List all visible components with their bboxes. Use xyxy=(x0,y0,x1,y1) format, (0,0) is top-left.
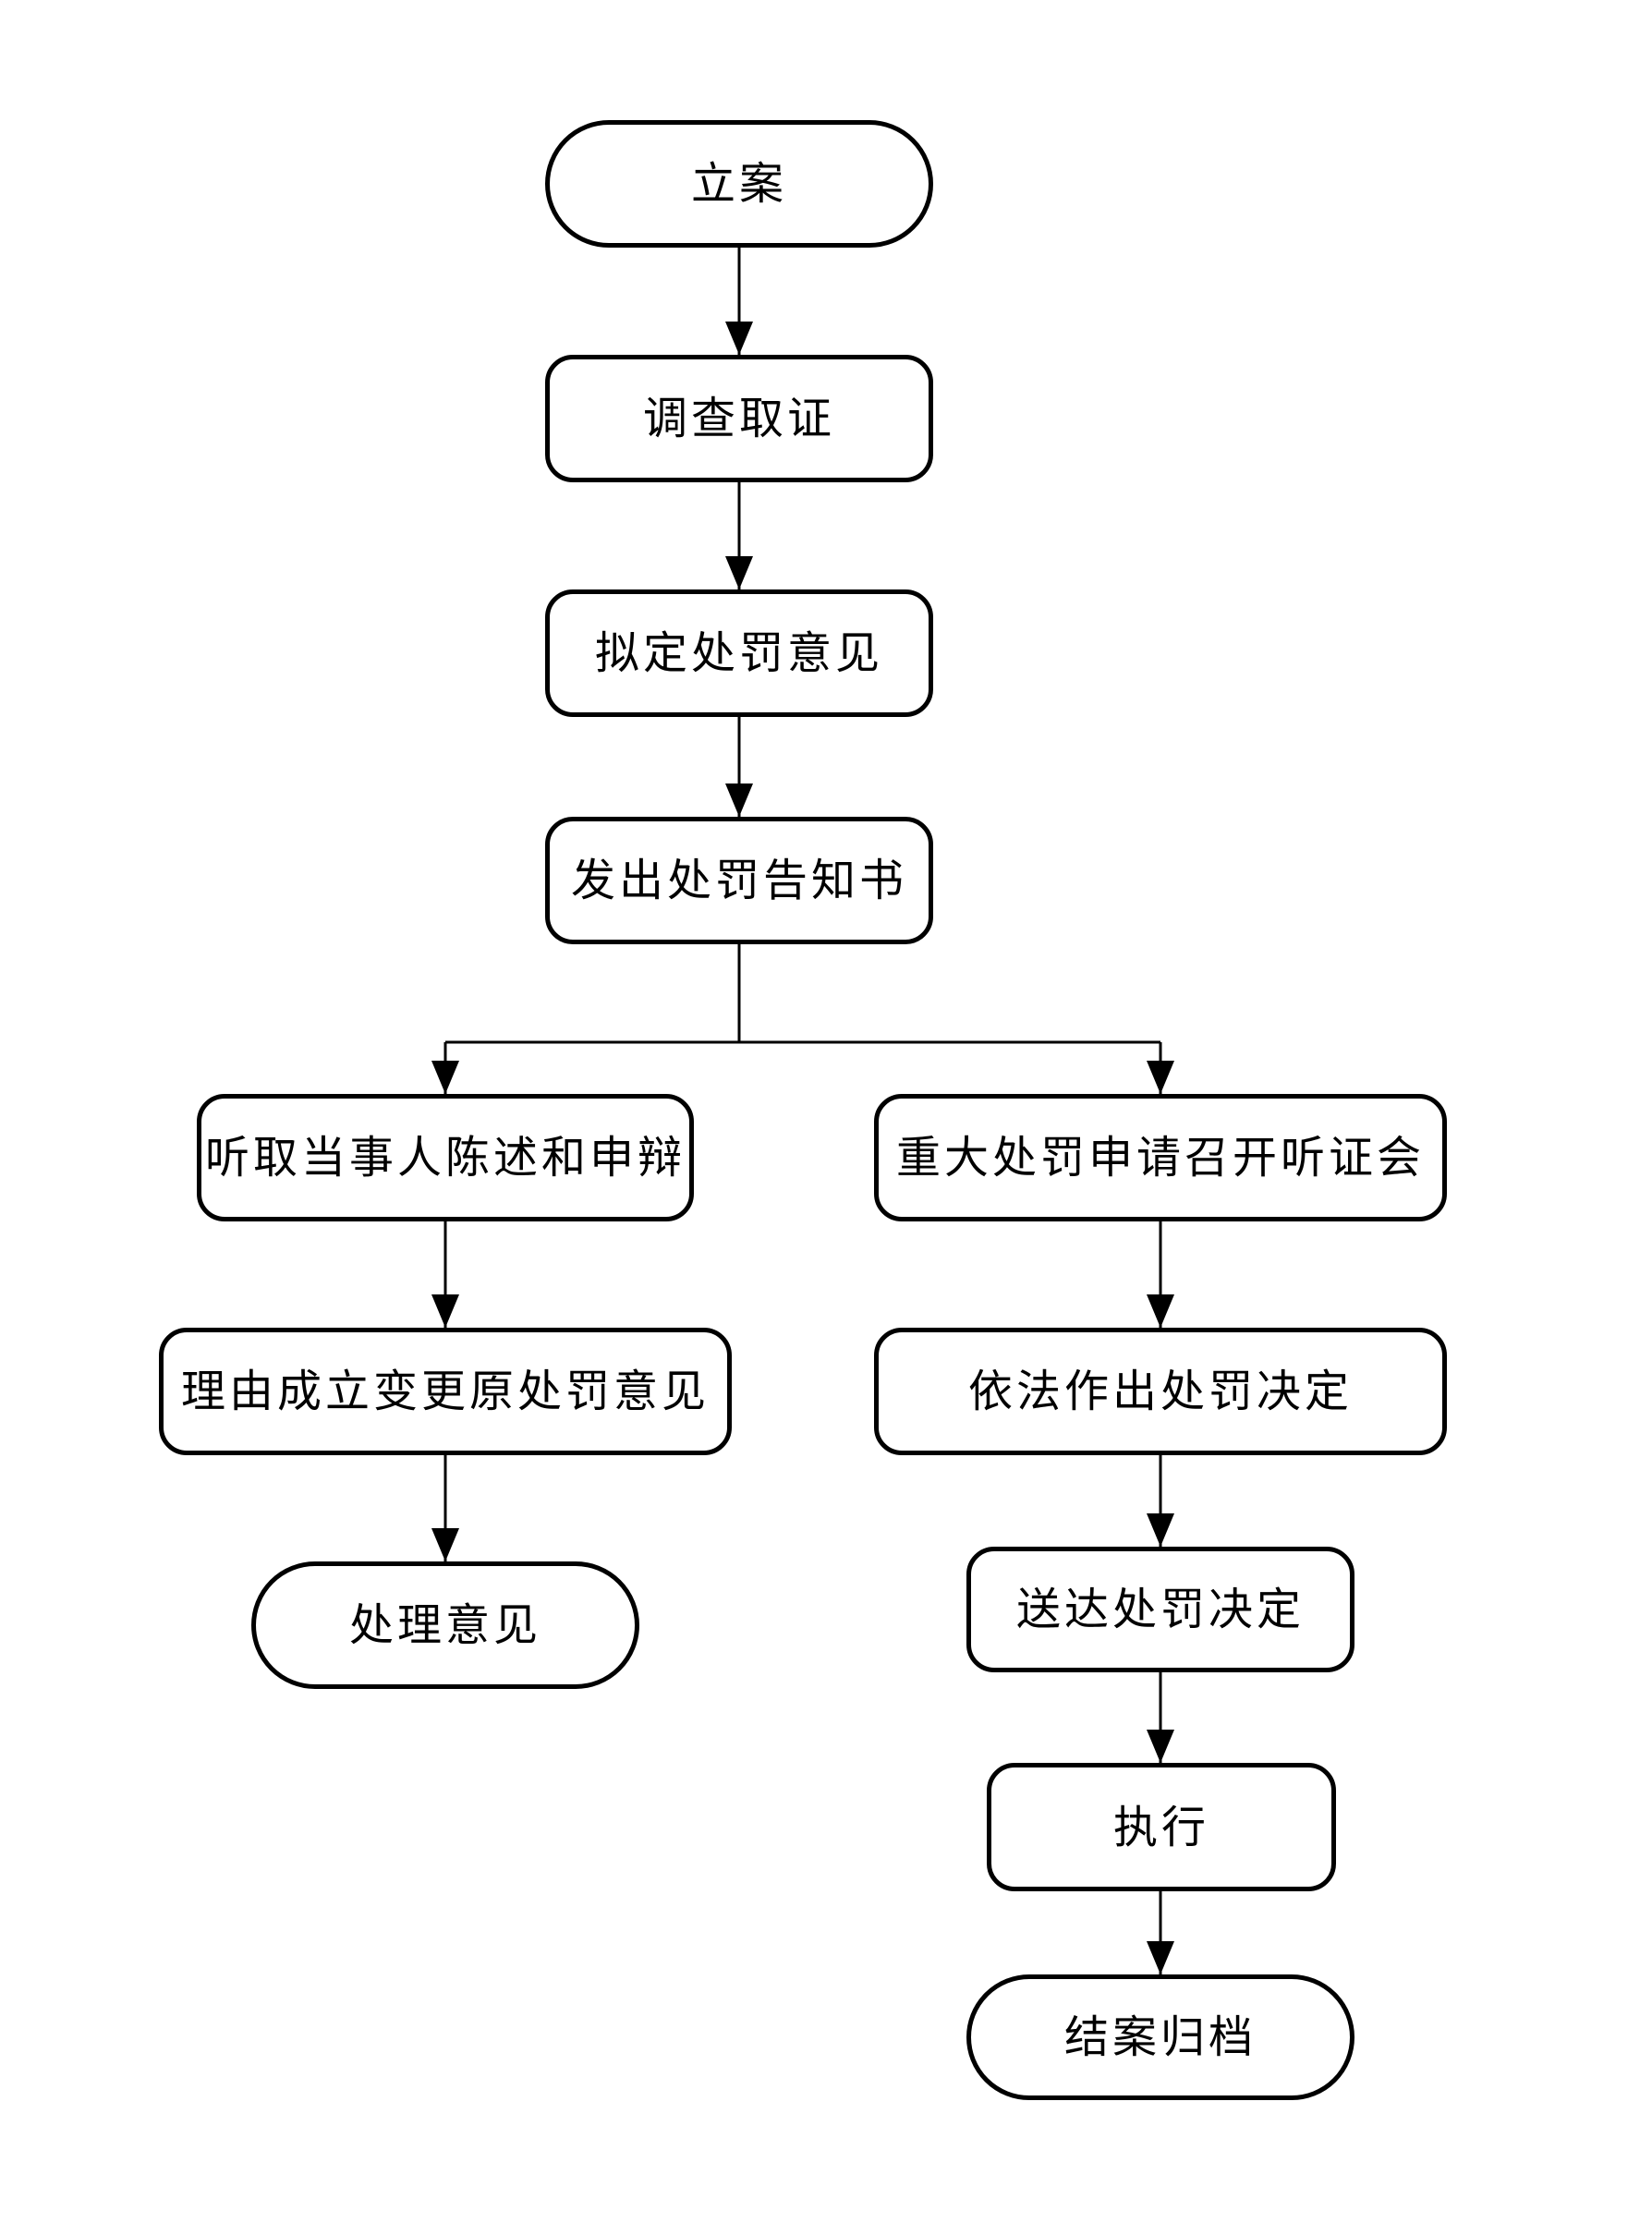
node-draft-penalty-opinion: 拟定处罚意见 xyxy=(545,589,933,717)
node-execute: 执行 xyxy=(987,1763,1336,1891)
node-major-penalty-hearing: 重大处罚申请召开听证会 xyxy=(874,1094,1447,1221)
node-investigation-evidence: 调查取证 xyxy=(545,355,933,482)
node-hear-statement-defense: 听取当事人陈述和申辩 xyxy=(197,1094,694,1221)
node-deliver-penalty-decision: 送达处罚决定 xyxy=(966,1547,1354,1672)
node-handling-opinion: 处理意见 xyxy=(251,1561,639,1689)
node-issue-penalty-notice: 发出处罚告知书 xyxy=(545,817,933,944)
node-change-original-opinion: 理由成立变更原处罚意见 xyxy=(159,1328,732,1455)
node-close-case-archive: 结案归档 xyxy=(966,1974,1354,2100)
node-case-filing: 立案 xyxy=(545,120,933,248)
node-make-penalty-decision: 依法作出处罚决定 xyxy=(874,1328,1447,1455)
